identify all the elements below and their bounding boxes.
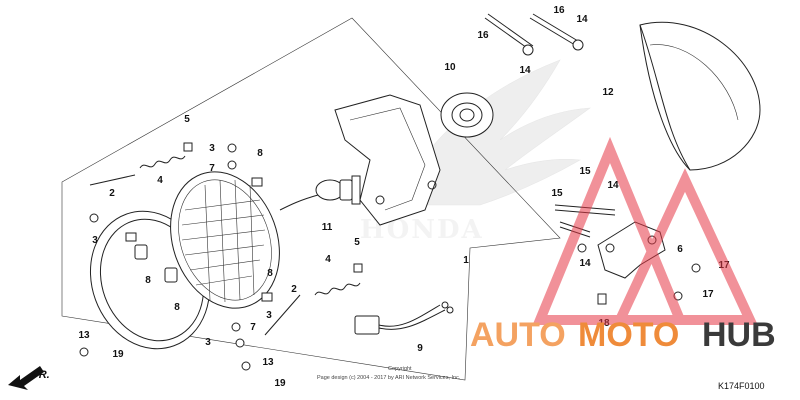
callout-13-23: 13 (262, 357, 274, 368)
callout-13-22: 13 (78, 330, 90, 341)
headlight-bulb (279, 175, 361, 211)
callout-19-36: 19 (274, 378, 286, 389)
front-direction-arrow: FR. (8, 366, 50, 390)
callout-16-31: 16 (477, 30, 489, 41)
watermark-auto: AUTO (470, 316, 566, 354)
callout-4-8: 4 (325, 254, 331, 265)
callout-9-18: 9 (417, 343, 423, 354)
callout-3-6: 3 (205, 337, 211, 348)
headlight-case (639, 21, 761, 171)
callout-14-25: 14 (519, 65, 531, 76)
callout-5-9: 5 (184, 114, 190, 125)
callout-2-1: 2 (109, 188, 115, 199)
headlight-lens (170, 171, 280, 309)
callout-15-28: 15 (551, 188, 563, 199)
callout-8-17: 8 (267, 268, 273, 279)
callout-8-16: 8 (174, 302, 180, 313)
watermark-text: AUTO MOTO HUB (470, 316, 776, 354)
callout-1-0: 1 (463, 255, 469, 266)
headlight-bracket (334, 94, 441, 226)
watermark-triangle (532, 136, 758, 325)
callout-14-24: 14 (576, 14, 588, 25)
callout-7-13: 7 (250, 322, 256, 333)
diagram-code: K174F0100 (718, 381, 765, 391)
callout-15-29: 15 (579, 166, 591, 177)
callout-5-10: 5 (354, 237, 360, 248)
rubber-boot (440, 92, 494, 138)
callout-2-2: 2 (291, 284, 297, 295)
wiring-harness (354, 301, 454, 335)
callout-8-15: 8 (145, 275, 151, 286)
callout-7-12: 7 (209, 163, 215, 174)
mounting-bolts (484, 13, 584, 56)
callout-11-20: 11 (322, 222, 333, 233)
callout-3-3: 3 (209, 143, 215, 154)
callout-19-35: 19 (112, 349, 124, 360)
copyright-line-2: Page design (c) 2004 - 2017 by ARI Netwo… (317, 375, 461, 381)
callout-10-19: 10 (444, 62, 456, 73)
assembly-outline (61, 17, 561, 381)
callout-3-4: 3 (92, 235, 98, 246)
screws-springs (79, 142, 701, 371)
copyright-line-1: Copyright (388, 366, 412, 372)
callout-3-5: 3 (266, 310, 272, 321)
callout-14-27: 14 (579, 258, 591, 269)
callout-8-14: 8 (257, 148, 263, 159)
callout-17-33: 17 (702, 289, 714, 300)
callout-16-30: 16 (553, 5, 565, 16)
watermark-hub: HUB (702, 316, 776, 354)
fr-label: FR. (32, 369, 50, 381)
callout-6-11: 6 (677, 244, 683, 255)
callout-14-26: 14 (607, 180, 619, 191)
watermark-moto: MOTO (578, 316, 679, 354)
callout-4-7: 4 (157, 175, 163, 186)
callout-12-21: 12 (602, 87, 614, 98)
